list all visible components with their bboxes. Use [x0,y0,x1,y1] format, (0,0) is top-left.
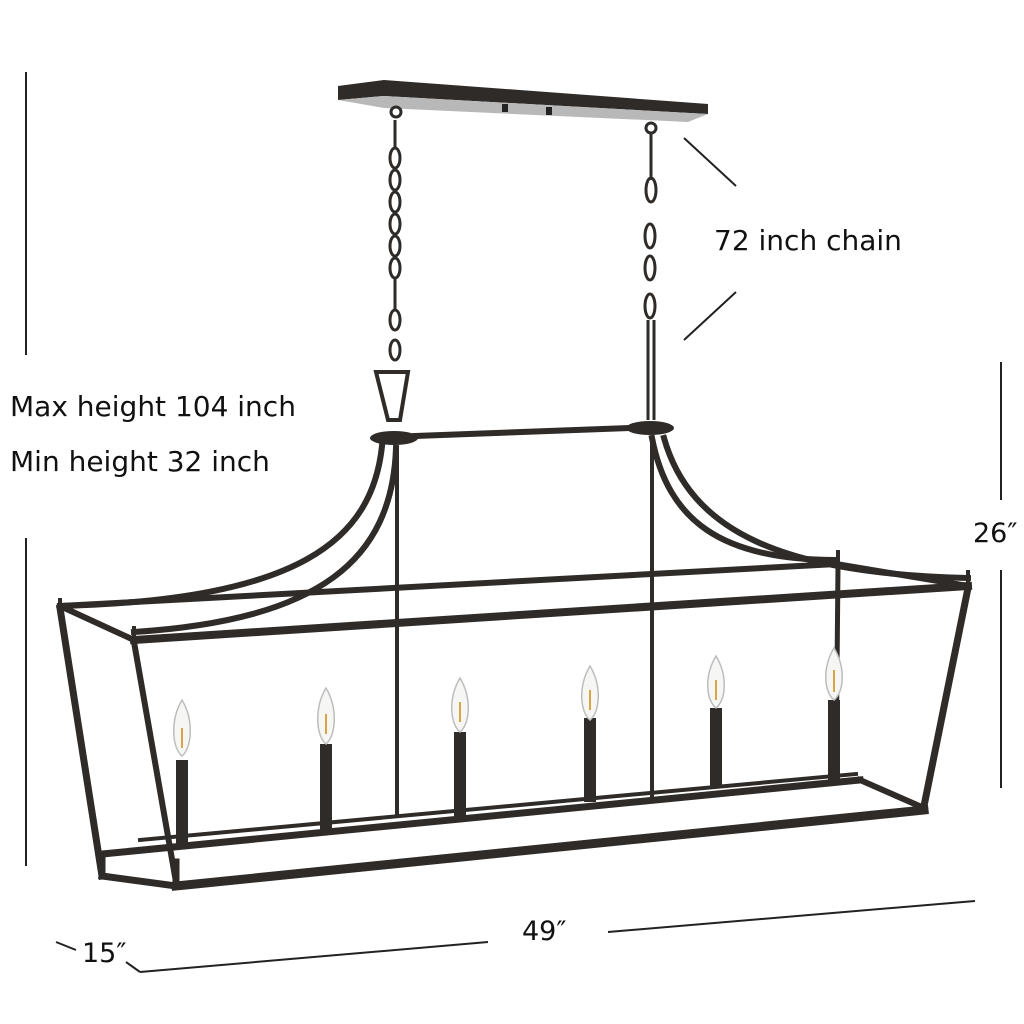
depth-tick-right [125,961,141,973]
bulb-filaments [181,670,835,748]
max-height-label: Max height 104 inch [10,390,296,423]
fixture-height-label: 26″ [973,518,1018,549]
depth-tick-left [55,941,77,951]
width-line-right [607,900,976,933]
lantern-frame [56,421,973,891]
chains [373,105,658,422]
chain-pointer-upper [683,137,737,187]
fixture-width-label: 49″ [522,916,567,947]
chain-pointer-lower [683,291,737,341]
dimension-lines [25,72,1002,973]
chain-length-label: 72 inch chain [714,224,902,257]
fixture-depth-label: 15″ [82,938,127,969]
bulbs [173,646,843,757]
ceiling-canopy [338,80,708,122]
candle-sockets [176,700,840,844]
width-line-left [139,941,489,973]
min-height-label: Min height 32 inch [10,445,270,478]
